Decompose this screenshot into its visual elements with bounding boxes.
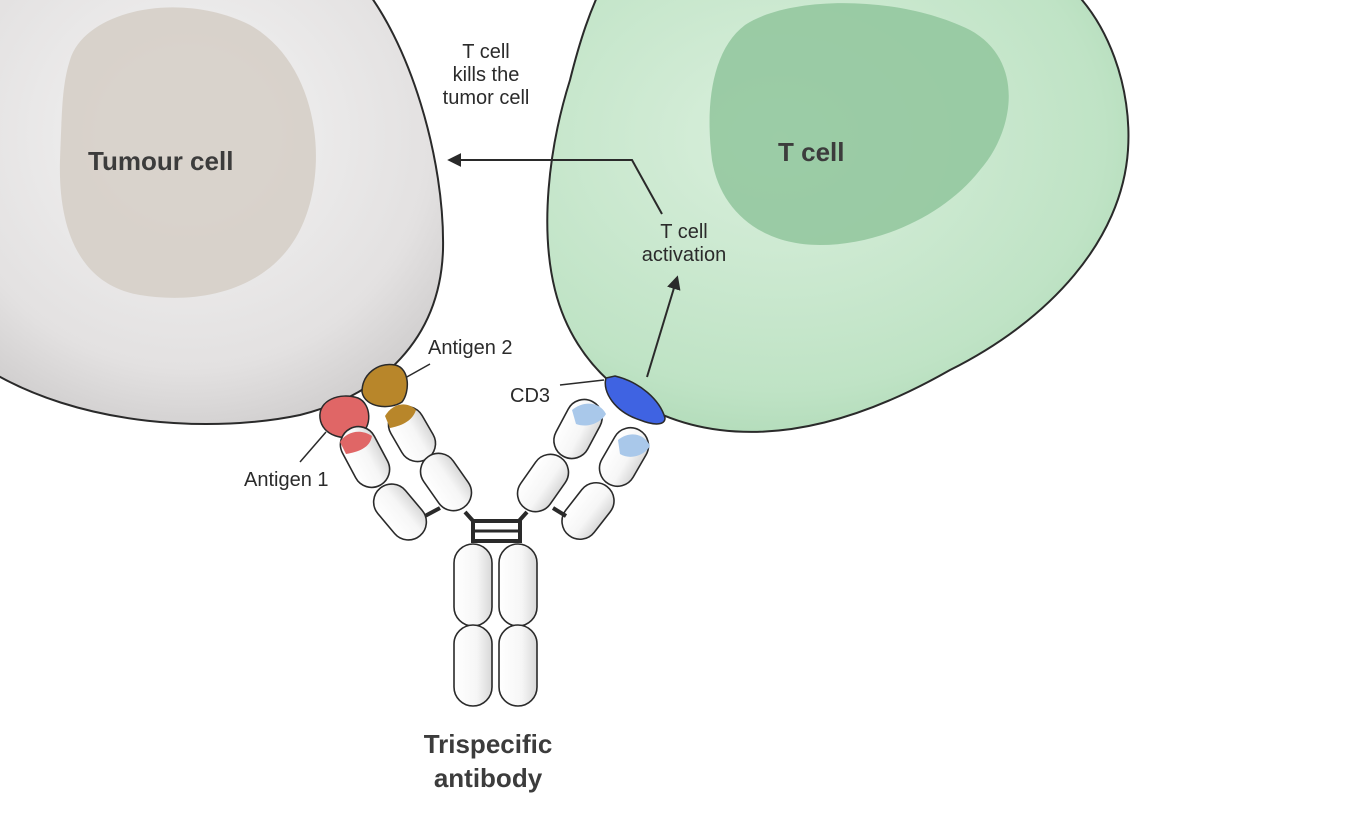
- antibody-domain: [561, 481, 615, 541]
- activation-caption-line-1: T cell: [660, 221, 708, 243]
- antibody-domain: [598, 426, 650, 488]
- kill-caption-line-2: kills the: [452, 64, 520, 86]
- antigen-1-pointer: [299, 431, 327, 463]
- activation-arrow: [646, 275, 681, 378]
- cd3-receptor: [604, 375, 666, 425]
- kill-arrow: [447, 153, 663, 215]
- cd3-label: CD3: [510, 385, 551, 407]
- cd3-binding-tip-1: [572, 403, 606, 426]
- antibody-domain: [453, 543, 493, 627]
- antibody-domain: [453, 624, 493, 707]
- antibody-title-line-2: antibody: [433, 762, 543, 793]
- antigen-2: [361, 363, 409, 408]
- antigen-2-binding-tip: [385, 404, 416, 428]
- kill-caption-line-1: T cell: [462, 41, 510, 63]
- t-cell-nucleus: [709, 3, 1009, 246]
- kill-caption-line-3: tumor cell: [442, 87, 530, 109]
- antibody-title: Trispecific antibody: [398, 728, 578, 796]
- antibody-title-line-1: Trispecific: [423, 729, 553, 759]
- antibody-domain: [516, 453, 570, 513]
- kill-caption: T cell kills the tumor cell: [429, 41, 543, 110]
- activation-caption: T cell activation: [632, 221, 736, 267]
- antigen-2-label: Antigen 2: [428, 337, 513, 359]
- antibody-domain: [372, 483, 428, 541]
- antibody-domain: [553, 398, 603, 460]
- antibody-domain: [498, 624, 538, 707]
- tumour-nucleus: [59, 7, 316, 298]
- cd3-pointer: [559, 379, 605, 386]
- t-cell-label: T cell: [778, 137, 845, 167]
- cd3-binding-tip-2: [618, 434, 650, 457]
- antibody-domain: [419, 452, 473, 512]
- antibody-stem: [453, 543, 538, 707]
- activation-caption-line-2: activation: [641, 244, 727, 266]
- antigen-2-pointer: [404, 363, 431, 379]
- tumour-cell-label: Tumour cell: [88, 146, 234, 176]
- antibody-hinge: [424, 506, 568, 543]
- antigen-1-binding-tip: [340, 431, 372, 454]
- antibody-domain: [498, 543, 538, 627]
- antigen-1-label: Antigen 1: [244, 469, 329, 491]
